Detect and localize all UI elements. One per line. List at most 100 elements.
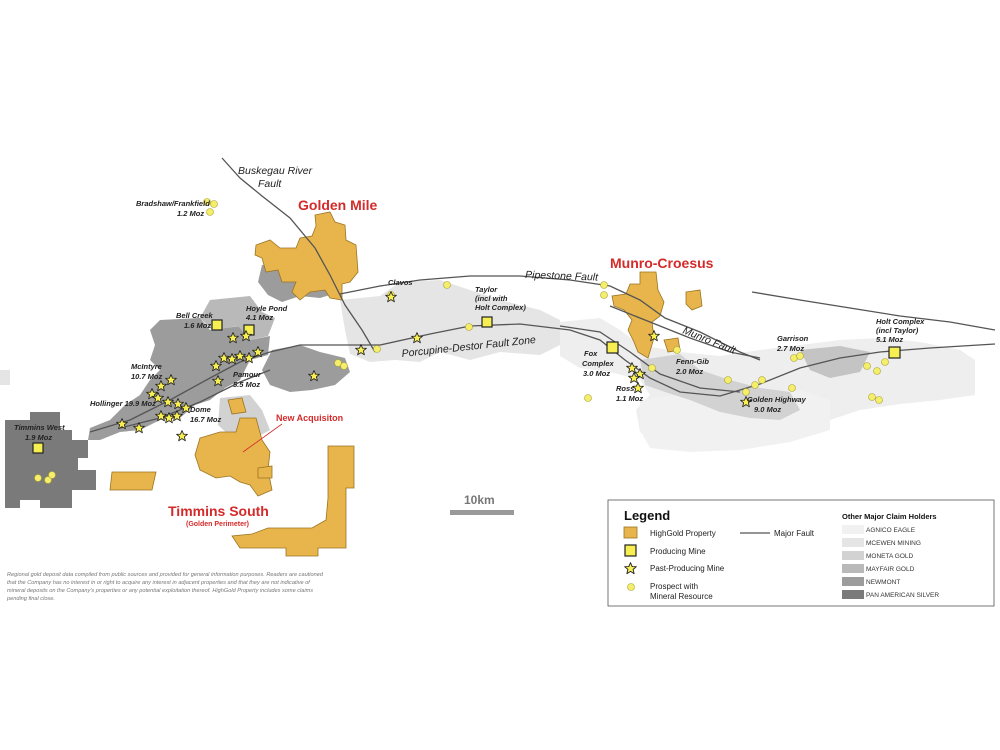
prospect-circle-icon — [48, 471, 56, 479]
prospect-circle-icon — [443, 281, 451, 289]
deposit-label: Holt Complex — [876, 317, 925, 326]
deposit-label: Bell Creek — [176, 311, 214, 320]
prospect-circle-icon — [584, 394, 592, 402]
deposit-label: Fenn-Gib — [676, 357, 709, 366]
deposit-label: 1.6 Moz — [184, 321, 211, 330]
pan-american-silver-area — [5, 412, 96, 508]
newmont-area-3 — [262, 345, 350, 392]
fault-lines — [89, 157, 996, 433]
holder-label: MAYFAIR GOLD — [866, 566, 915, 573]
holder-swatch — [842, 590, 864, 599]
deposit-label: 2.0 Moz — [675, 367, 703, 376]
prospect-circle-icon — [758, 376, 766, 384]
prospect-circle-icon — [340, 362, 348, 370]
prospect-circle-icon — [673, 346, 681, 354]
timmins-south-property-2 — [227, 397, 247, 415]
legend-box — [607, 499, 995, 607]
prospect-circle-icon — [724, 376, 732, 384]
legend-prospect-label-1: Prospect with — [650, 582, 698, 591]
holder-label: NEWMONT — [866, 579, 900, 586]
legend-prospect-circle-icon — [627, 583, 635, 591]
deposit-label: 9.0 Moz — [754, 405, 781, 414]
deposit-label: 3.0 Moz — [583, 369, 610, 378]
deposit-label: 1.9 Moz — [25, 433, 52, 442]
east-fault — [751, 291, 996, 331]
holder-label: MONETA GOLD — [866, 553, 913, 560]
newmont-area-1 — [88, 318, 270, 440]
timmins-south-sublabel: (Golden Perimeter) — [186, 521, 249, 528]
scale-bar: 10km — [450, 493, 514, 515]
taylor-square-icon — [481, 316, 493, 328]
prospect-circle-icon — [881, 358, 889, 366]
highgold-properties — [109, 211, 703, 557]
prospect-circle-icon — [44, 476, 52, 484]
legend-fault-label: Major Fault — [774, 529, 815, 538]
deposit-label: 5.1 Moz — [876, 335, 903, 344]
new-acquisition-label: New Acquisiton — [276, 413, 343, 423]
holder-swatch — [842, 551, 864, 560]
legend-producing-label: Producing Mine — [650, 547, 706, 556]
holder-swatch — [842, 577, 864, 586]
deposit-label: Ross — [616, 384, 634, 393]
timmins-south-label: Timmins South — [168, 503, 269, 519]
prospect-circle-icon — [210, 200, 218, 208]
deposit-label: Timmins West — [14, 423, 65, 432]
prospect-circle-icon — [206, 208, 214, 216]
deposit-label: Taylor — [475, 285, 498, 294]
star-icon — [176, 430, 188, 442]
moneta-area-2 — [800, 346, 870, 378]
deposit-label: 10.7 Moz — [131, 372, 163, 381]
holder-swatch — [842, 538, 864, 547]
legend-title: Legend — [624, 508, 670, 523]
bell-creek-square-icon — [211, 319, 223, 331]
holder-label: MCEWEN MINING — [866, 540, 921, 547]
prospects — [34, 198, 889, 484]
fox-complex-square-icon — [606, 341, 619, 354]
timmins-fault-2 — [119, 369, 271, 429]
timmins-south-property-3 — [257, 465, 273, 479]
porcupine-destor-fault — [89, 323, 996, 433]
munro-croesus-label: Munro-Croesus — [610, 255, 714, 271]
prospect-circle-icon — [788, 384, 796, 392]
prospect-circle-icon — [751, 381, 759, 389]
prospect-circle-icon — [875, 396, 883, 404]
new-acquisition-pointer — [242, 423, 283, 453]
legend-past-producing-label: Past-Producing Mine — [650, 564, 725, 573]
deposit-label: Dome — [190, 405, 211, 414]
prospect-circle-icon — [873, 367, 881, 375]
deposit-label: Holt Complex) — [475, 303, 526, 312]
prospect-circle-icon — [742, 388, 750, 396]
buskegau-fault-label-2: Fault — [258, 178, 282, 190]
mcewen-area-2 — [640, 354, 800, 420]
legend-prospect-label-2: Mineral Resource — [650, 592, 713, 601]
deposit-label: Pamour — [233, 370, 262, 379]
pipestone-fault — [339, 275, 761, 361]
buskegau-fault-label-1: Buskegau River — [238, 165, 313, 177]
prospect-circle-icon — [600, 281, 608, 289]
deposit-label: Hollinger 19.9 Moz — [90, 399, 156, 408]
deposit-label: Bradshaw/Frankfield — [136, 199, 210, 208]
holder-swatch — [842, 525, 864, 534]
legend-property-label: HighGold Property — [650, 529, 716, 538]
timmins-south-property — [194, 417, 273, 497]
golden-mile-label: Golden Mile — [298, 197, 378, 213]
deposit-labels: Bradshaw/Frankfield 1.2 Moz Clavos Taylo… — [14, 199, 925, 442]
legend-producing-square-icon — [624, 544, 637, 557]
deposit-label: Fox — [584, 349, 598, 358]
deposit-label: Clavos — [388, 278, 413, 287]
prospect-circle-icon — [203, 198, 211, 206]
prospect-circle-icon — [334, 359, 342, 367]
prospect-circle-icon — [868, 393, 876, 401]
prospect-circle-icon — [863, 362, 871, 370]
deposit-label: 1.2 Moz — [177, 209, 204, 218]
deposit-label: McIntyre — [131, 362, 162, 371]
golden-mile-property — [254, 211, 359, 301]
holder-label: PAN AMERICAN SILVER — [866, 592, 939, 599]
munro-fault-label: Munro Fault — [681, 325, 738, 358]
prospect-circle-icon — [373, 345, 381, 353]
scale-bar-label: 10km — [464, 493, 495, 507]
scale-bar-bar — [450, 510, 514, 515]
producing-mines — [32, 316, 901, 454]
deposit-label: 1.1 Moz — [616, 394, 643, 403]
